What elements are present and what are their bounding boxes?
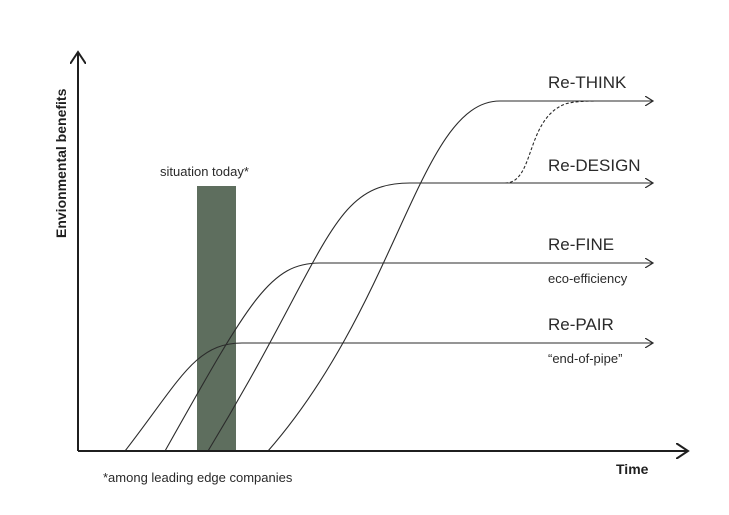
sublabel-end-of-pipe: “end-of-pipe”: [548, 351, 622, 366]
sublabel-eco-efficiency: eco-efficiency: [548, 271, 628, 286]
label-re-pair: Re-PAIR: [548, 315, 614, 334]
situation-today-bar: [197, 186, 236, 451]
curve-re-fine: [164, 263, 653, 452]
label-re-think: Re-THINK: [548, 73, 627, 92]
situation-today-label: situation today*: [160, 164, 249, 179]
footnote: *among leading edge companies: [103, 470, 293, 485]
label-re-fine: Re-FINE: [548, 235, 614, 254]
curve-re-think: [267, 101, 653, 452]
label-re-design: Re-DESIGN: [548, 156, 641, 175]
curve-re-pair: [124, 343, 653, 452]
curve-re-design: [207, 183, 653, 452]
y-axis-label: Envionmental benefits: [53, 88, 69, 238]
curve-dashed-transition: [504, 100, 601, 184]
x-axis-label: Time: [616, 461, 649, 477]
